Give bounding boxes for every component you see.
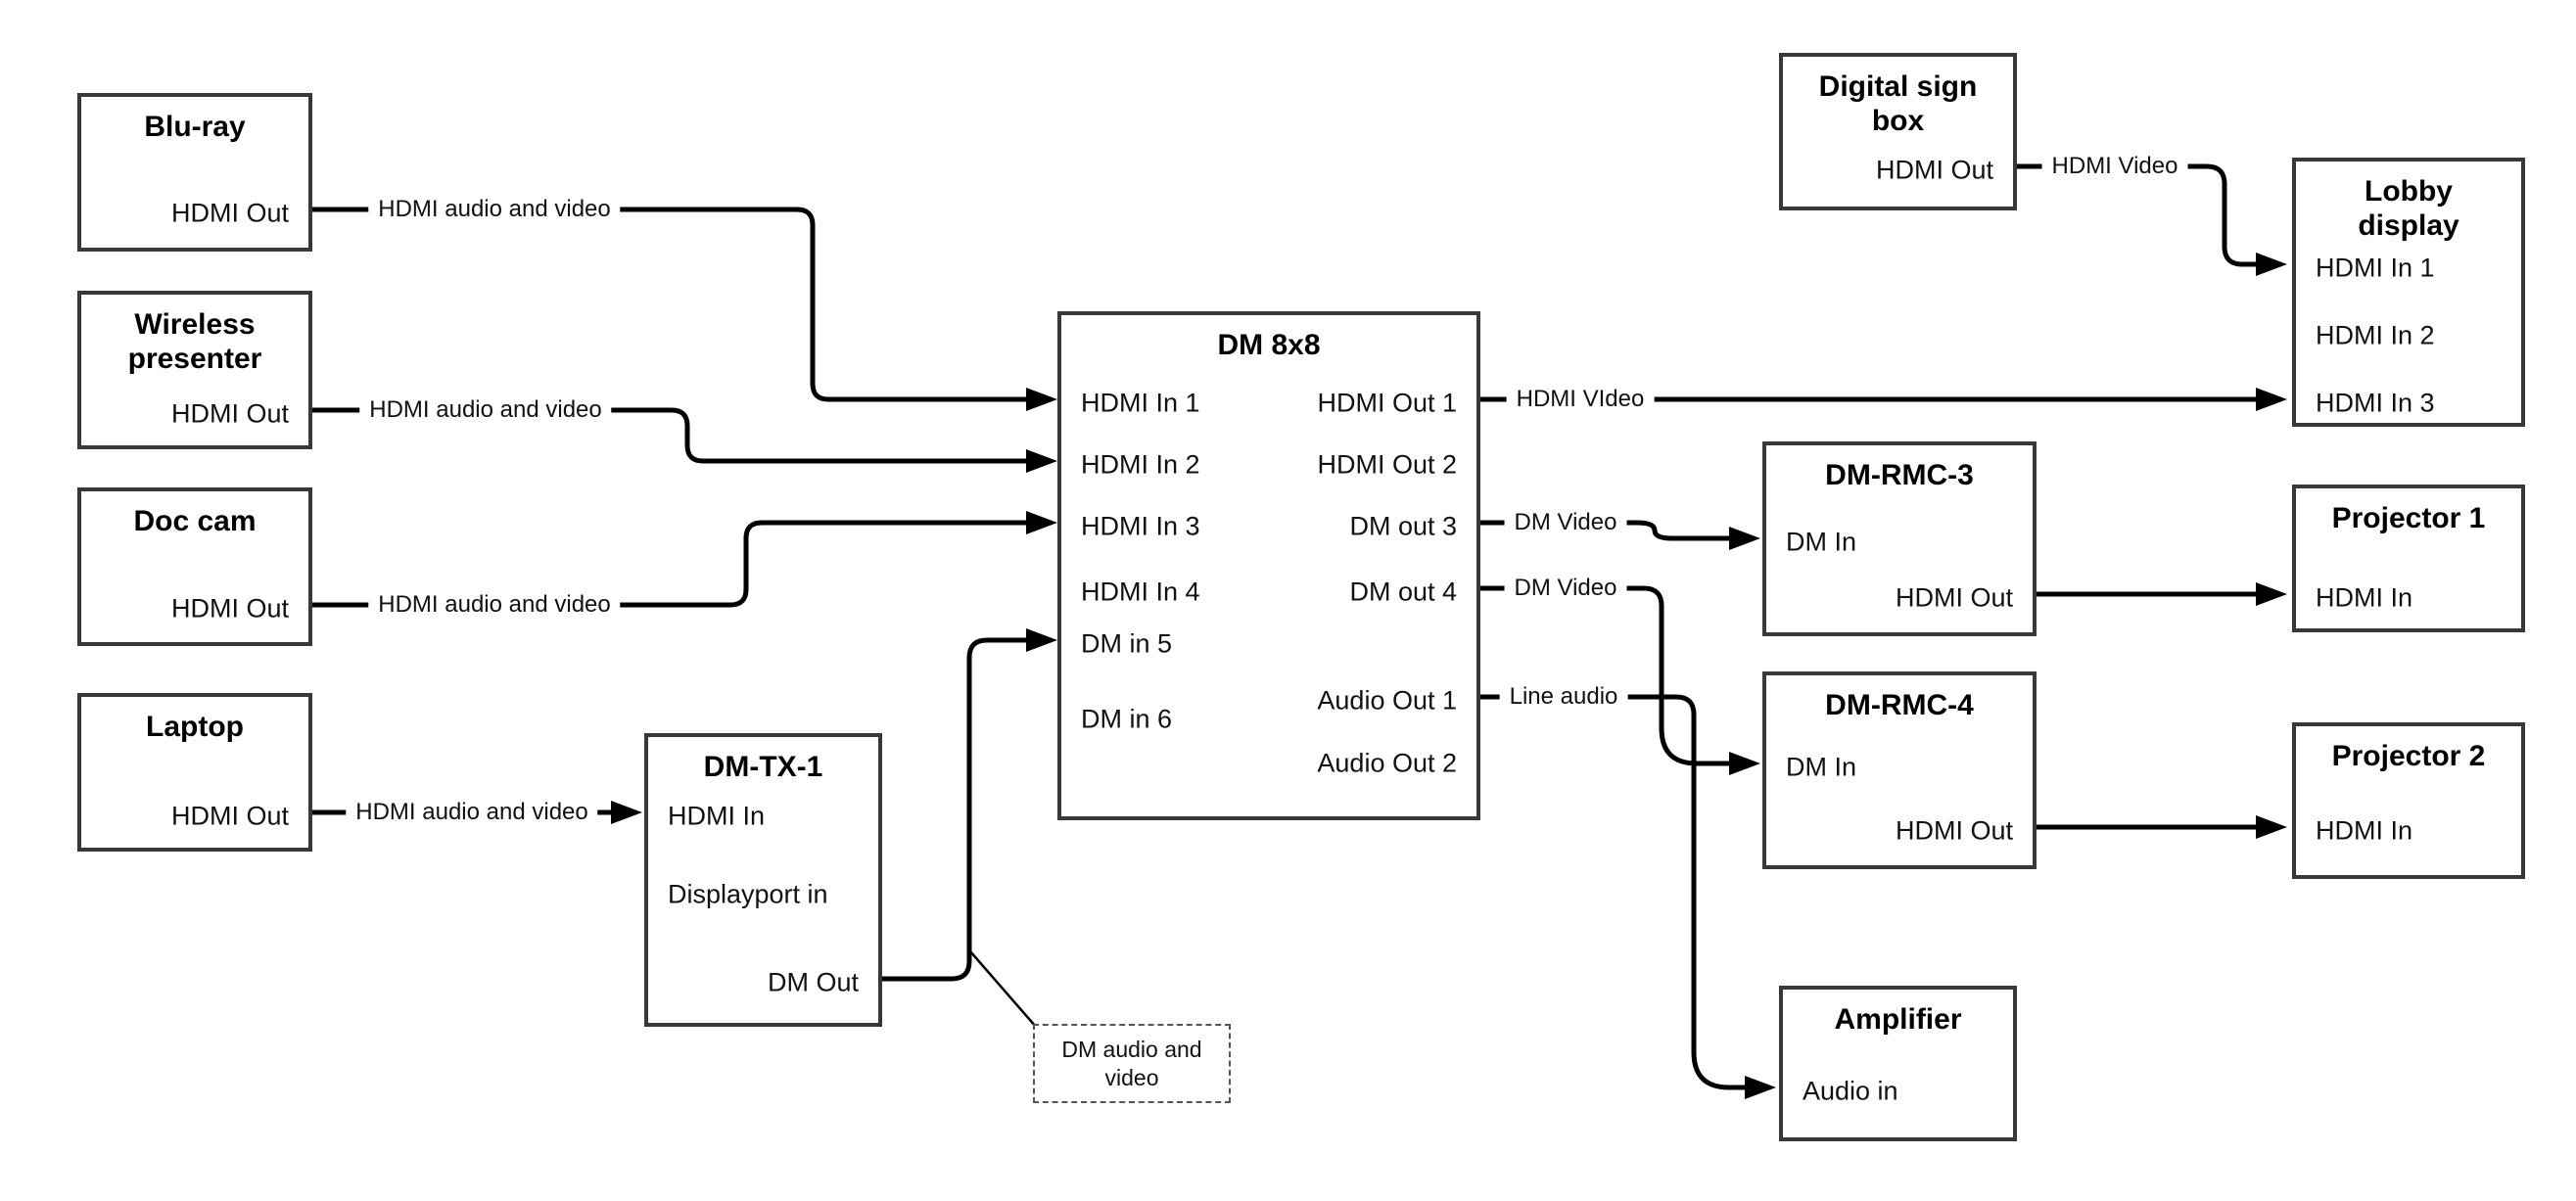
port-dm8x8-audio-out-2: Audio Out 2 <box>1317 748 1457 778</box>
arrowhead-hdmi-in-1 <box>1026 388 1057 411</box>
arrowhead-lobby-hdmi-in-1 <box>2256 253 2287 276</box>
port-projector1-hdmi-in: HDMI In <box>2316 582 2413 613</box>
wire-sign-to-lobby <box>2016 163 2256 267</box>
wire-audio-to-amplifier <box>1480 694 1745 1090</box>
node-projector-2: Projector 2 HDMI In <box>2292 722 2525 879</box>
port-dm8x8-hdmi-in-1: HDMI In 1 <box>1081 388 1200 418</box>
node-title: DM-RMC-4 <box>1825 689 1974 721</box>
note-text: DM audio and video <box>1061 1036 1202 1090</box>
node-dm-8x8: DM 8x8 HDMI In 1 HDMI In 2 HDMI In 3 HDM… <box>1057 311 1480 820</box>
arrowhead-projector2-hdmi-in <box>2256 815 2287 839</box>
wire-doccam-to-dm8x8 <box>312 520 1026 608</box>
wire-label-wireless: HDMI audio and video <box>359 396 612 424</box>
wire-dmout3-to-rmc3 <box>1480 520 1729 541</box>
wire-label-dm-video-3: DM Video <box>1504 509 1627 536</box>
wire-label-bluray: HDMI audio and video <box>368 196 621 223</box>
port-dm8x8-audio-out-1: Audio Out 1 <box>1317 685 1457 716</box>
port-dm8x8-dm-in-6: DM in 6 <box>1081 704 1173 734</box>
node-title: Doc cam <box>133 505 257 537</box>
port-dm8x8-hdmi-out-2: HDMI Out 2 <box>1317 449 1457 480</box>
port-sign-hdmi-out: HDMI Out <box>1875 155 1993 185</box>
node-lobby-display: Lobby display HDMI In 1 HDMI In 2 HDMI I… <box>2292 158 2525 427</box>
arrowhead-projector1-hdmi-in <box>2256 582 2287 606</box>
wire-label-hdmi-video-sign: HDMI Video <box>2041 153 2188 180</box>
node-title: DM 8x8 <box>1217 329 1321 361</box>
note-dm-audio-video: DM audio and video <box>1033 1024 1231 1103</box>
wire-label-laptop: HDMI audio and video <box>346 799 598 826</box>
node-title: Lobby display <box>2358 175 2459 242</box>
node-title: Digital sign box <box>1818 70 1978 137</box>
wire-label-doccam: HDMI audio and video <box>368 591 621 619</box>
port-dmtx1-displayport-in: Displayport in <box>668 879 828 909</box>
arrowhead-dm-in-5 <box>1026 628 1057 652</box>
port-dm8x8-dm-in-5: DM in 5 <box>1081 628 1173 659</box>
port-dm8x8-dm-out-3: DM out 3 <box>1349 511 1457 541</box>
node-title: Wireless presenter <box>127 308 262 375</box>
note-leader-line <box>969 950 1037 1028</box>
node-amplifier: Amplifier Audio in <box>1779 986 2017 1141</box>
node-doc-cam: Doc cam HDMI Out <box>77 487 312 646</box>
wire-label-line-audio: Line audio <box>1499 683 1628 711</box>
port-dmtx1-hdmi-in: HDMI In <box>668 801 766 831</box>
port-rmc3-dm-in: DM In <box>1786 527 1857 557</box>
node-projector-1: Projector 1 HDMI In <box>2292 485 2525 632</box>
port-rmc4-dm-in: DM In <box>1786 752 1857 782</box>
port-dm8x8-dm-out-4: DM out 4 <box>1349 577 1457 607</box>
node-title: Projector 1 <box>2331 502 2486 534</box>
port-dm8x8-hdmi-in-2: HDMI In 2 <box>1081 449 1200 480</box>
wire-wireless-to-dm8x8 <box>312 407 1026 464</box>
node-laptop: Laptop HDMI Out <box>77 693 312 852</box>
port-lobby-hdmi-in-3: HDMI In 3 <box>2316 388 2435 418</box>
node-dm-rmc-4: DM-RMC-4 DM In HDMI Out <box>1762 671 2037 869</box>
node-bluray: Blu-ray HDMI Out <box>77 93 312 252</box>
node-title: Amplifier <box>1834 1003 1962 1036</box>
node-dm-rmc-3: DM-RMC-3 DM In HDMI Out <box>1762 441 2037 636</box>
port-dm8x8-hdmi-in-4: HDMI In 4 <box>1081 577 1200 607</box>
wire-bluray-to-dm8x8 <box>312 207 1026 402</box>
arrowhead-rmc3-dm-in <box>1729 527 1760 550</box>
port-dmtx1-dm-out: DM Out <box>767 967 859 997</box>
port-amplifier-audio-in: Audio in <box>1803 1076 1898 1106</box>
wire-label-dm-video-4: DM Video <box>1504 575 1627 602</box>
wire-label-hdmi-video-main: HDMI VIdeo <box>1506 386 1655 413</box>
port-dm8x8-hdmi-out-1: HDMI Out 1 <box>1317 388 1457 418</box>
arrowhead-lobby-hdmi-in-3 <box>2256 388 2287 411</box>
port-doccam-hdmi-out: HDMI Out <box>170 593 289 624</box>
arrowhead-rmc4-dm-in <box>1729 752 1760 775</box>
port-projector2-hdmi-in: HDMI In <box>2316 815 2413 846</box>
wire-dmtx1-to-dm8x8 <box>880 637 1026 982</box>
arrowhead-dmtx1-hdmi-in <box>611 801 642 824</box>
wire-dmout4-to-rmc4 <box>1480 585 1729 766</box>
node-title: DM-TX-1 <box>703 751 823 783</box>
port-laptop-hdmi-out: HDMI Out <box>170 801 289 831</box>
node-title: Blu-ray <box>144 111 246 143</box>
port-bluray-hdmi-out: HDMI Out <box>170 198 289 228</box>
node-title: Laptop <box>146 711 244 743</box>
arrowhead-hdmi-in-3 <box>1026 511 1057 534</box>
arrowhead-hdmi-in-2 <box>1026 449 1057 473</box>
port-lobby-hdmi-in-1: HDMI In 1 <box>2316 253 2435 283</box>
node-digital-sign-box: Digital sign box HDMI Out <box>1779 53 2017 210</box>
node-title: DM-RMC-3 <box>1825 459 1974 491</box>
node-wireless-presenter: Wireless presenter HDMI Out <box>77 291 312 449</box>
port-wireless-hdmi-out: HDMI Out <box>170 398 289 429</box>
port-rmc4-hdmi-out: HDMI Out <box>1895 815 2013 846</box>
node-dm-tx-1: DM-TX-1 HDMI In Displayport in DM Out <box>644 733 882 1027</box>
port-lobby-hdmi-in-2: HDMI In 2 <box>2316 320 2435 350</box>
port-dm8x8-hdmi-in-3: HDMI In 3 <box>1081 511 1200 541</box>
port-rmc3-hdmi-out: HDMI Out <box>1895 582 2013 613</box>
arrowhead-amplifier-audio-in <box>1745 1076 1776 1099</box>
node-title: Projector 2 <box>2331 740 2486 772</box>
